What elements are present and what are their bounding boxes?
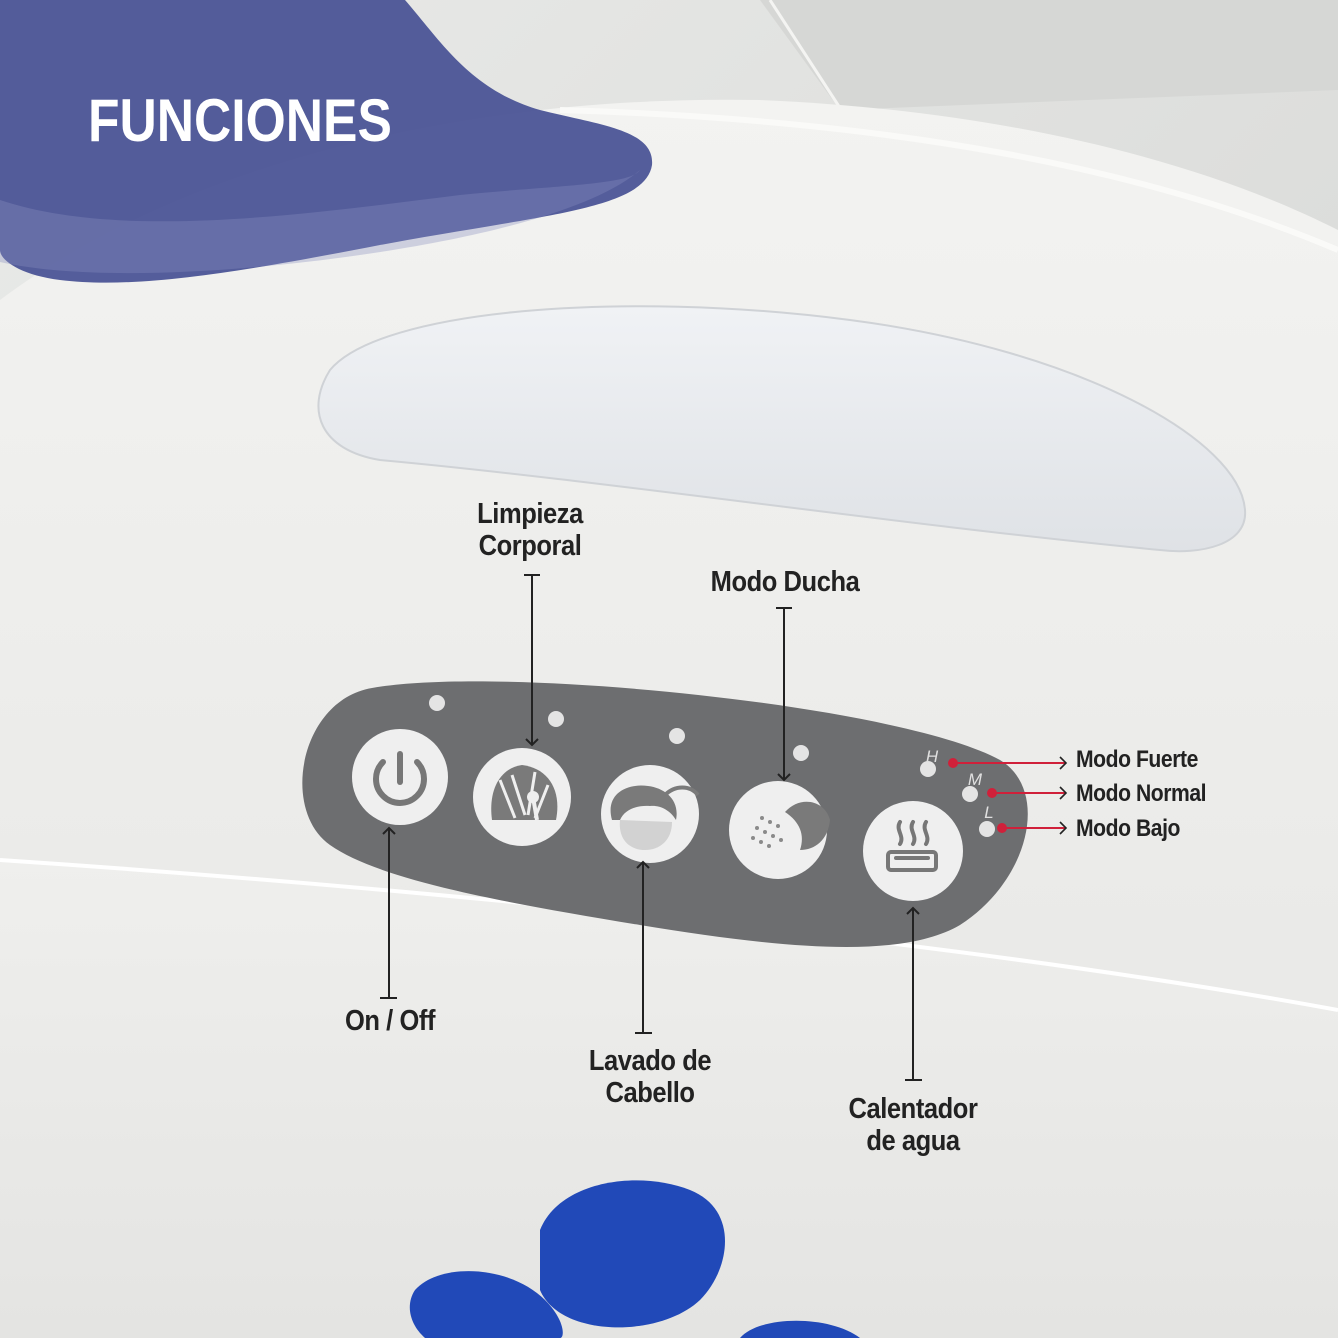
power-button[interactable] [352,729,448,825]
wall-edge [768,0,842,109]
handle-recess [317,305,1247,553]
label-lavado-cabello: Lavado de Cabello [566,1045,733,1109]
label-lavado-line2: Cabello [605,1077,695,1109]
mode-callouts [948,756,1068,835]
led-hair [669,728,685,744]
water-heater-button[interactable] [863,801,963,901]
logo-drop-3 [740,1320,860,1338]
label-lavado-line1: Lavado de [588,1045,712,1077]
hair-wash-icon [610,785,700,850]
title-banner [0,0,653,283]
body-clean-icon [491,765,558,821]
led-low [979,821,995,837]
led-power [429,695,445,711]
power-icon [373,751,427,806]
panel-indicators [429,695,995,837]
label-modo-bajo: Modo Bajo [1076,815,1180,842]
label-calentador: Calentador de agua [825,1093,1001,1157]
label-on-off: On / Off [344,1005,436,1037]
led-medium [962,786,978,802]
label-limpieza-corporal: Limpieza Corporal [451,498,609,562]
banner-wave [0,170,640,274]
led-high [920,761,936,777]
label-modo-ducha: Modo Ducha [710,566,860,598]
logo-drop-2 [409,1271,563,1338]
hair-wash-button[interactable] [601,765,700,863]
label-modo-normal: Modo Normal [1076,780,1207,807]
body-clean-button[interactable] [473,748,571,846]
page-title: FUNCIONES [88,87,392,154]
panel-letter-h: H [926,747,939,766]
led-body [548,711,564,727]
wall-corner [760,0,1338,110]
tub-rim-highlight [559,107,1338,253]
shower-mode-button[interactable] [729,781,830,879]
panel-letter-l: L [984,803,993,822]
heater-icon [886,820,938,872]
label-calentador-line2: de agua [866,1125,960,1157]
callout-lines [380,574,922,1081]
label-modo-fuerte: Modo Fuerte [1076,746,1198,773]
logo-drop-1 [540,1180,725,1328]
label-calentador-line1: Calentador [848,1093,978,1125]
tub-front-face [0,860,1338,1338]
led-shower [793,745,809,761]
label-limpieza-line1: Limpieza [477,498,583,530]
shower-icon [751,801,830,850]
label-limpieza-line2: Corporal [478,530,582,562]
panel-letter-m: M [968,770,983,789]
